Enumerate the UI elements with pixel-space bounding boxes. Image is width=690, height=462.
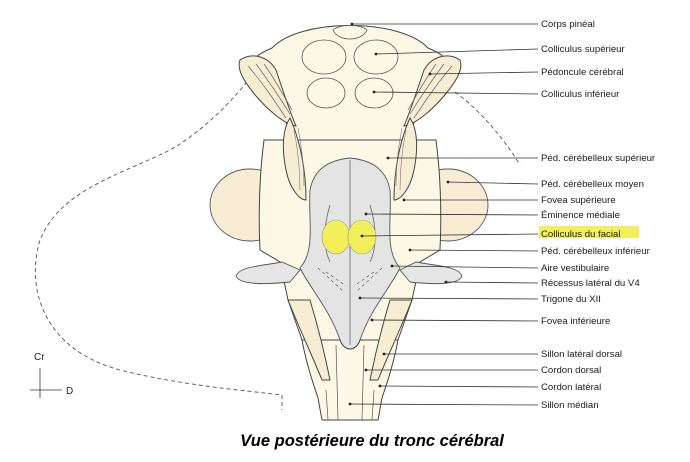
structure-label: Aire vestibulaire	[541, 263, 609, 274]
structure-label: Colliculus supérieur	[541, 44, 626, 55]
leader-dot	[350, 22, 354, 26]
leader-dot	[364, 368, 368, 372]
spinal-cord-grooves	[325, 344, 375, 421]
orientation-cranial-label: Cr	[34, 352, 45, 363]
structure-label: Sillon latéral dorsal	[541, 349, 622, 360]
leader-line	[373, 91, 539, 95]
structure-label: Colliculus du facial	[541, 229, 620, 240]
inferior-colliculus-left	[306, 77, 346, 109]
leader-dot	[360, 234, 364, 238]
facial-colliculus-left	[321, 219, 351, 255]
leader-dot	[358, 296, 362, 300]
lateral-recess-right	[399, 261, 463, 285]
leader-dot	[382, 352, 386, 356]
leader-line	[375, 48, 539, 55]
leader-dot	[386, 156, 390, 160]
leader-line	[429, 71, 539, 75]
inferior-cerebellar-peduncle-left	[287, 299, 331, 381]
leader-line	[409, 249, 539, 252]
structure-label: Corps pinéal	[541, 19, 595, 30]
leader-dot	[390, 264, 394, 268]
leader-dot	[374, 52, 378, 56]
structure-label: Sillon médian	[541, 400, 599, 411]
leader-dot	[408, 248, 412, 252]
cerebellum-dashed-outline	[34, 81, 521, 410]
superior-cerebellar-peduncle-left	[282, 116, 307, 201]
structure-label: Fovea inférieure	[541, 316, 610, 327]
structure-label: Éminence médiale	[541, 210, 620, 221]
orientation-indicator: Cr D	[30, 352, 73, 398]
structure-label: Trigone du XII	[541, 294, 601, 305]
leader-line	[359, 297, 539, 300]
leader-dot	[372, 90, 376, 94]
peduncle-striations	[247, 63, 453, 119]
leader-dot	[378, 384, 382, 388]
leader-line	[391, 265, 539, 269]
leader-line	[349, 403, 539, 406]
leader-dot	[402, 198, 406, 202]
leader-line	[445, 281, 539, 284]
pineal-body	[332, 25, 368, 40]
leader-line	[365, 213, 539, 216]
structure-label: Péd. cérébelleux moyen	[541, 179, 644, 190]
superior-colliculus-right	[353, 39, 399, 75]
leader-line	[361, 233, 539, 237]
leader-line	[447, 181, 539, 185]
leader-dot	[370, 318, 374, 322]
structure-label: Cordon latéral	[541, 382, 601, 393]
structure-label: Récessus latéral du V4	[541, 278, 640, 289]
leader-dot	[348, 402, 352, 406]
highlight-label-background	[539, 226, 639, 238]
structure-label: Colliculus inférieur	[541, 89, 620, 100]
superior-colliculus-left	[301, 39, 347, 75]
structure-label: Péd. cérébelleux inférieur	[541, 246, 651, 257]
leader-line	[379, 385, 539, 388]
structure-label: Péd. cérébelleux supérieur	[541, 153, 656, 164]
structure-label: Fovea supérieure	[541, 195, 616, 206]
diagram-title: Vue postérieure du tronc cérébral	[240, 432, 504, 450]
lateral-recess-left	[235, 261, 301, 285]
structure-label: Pédoncule cérébral	[541, 67, 624, 78]
orientation-dorsal-label: D	[66, 386, 73, 397]
structure-label: Cordon dorsal	[541, 365, 601, 376]
leader-dot	[364, 212, 368, 216]
superior-cerebellar-peduncle-right	[393, 116, 418, 201]
leader-dot	[444, 280, 448, 284]
leader-line	[371, 319, 539, 322]
striae-medullares	[317, 267, 383, 293]
leader-dot	[428, 72, 432, 76]
leader-lines	[348, 22, 539, 406]
leader-dot	[446, 180, 450, 184]
